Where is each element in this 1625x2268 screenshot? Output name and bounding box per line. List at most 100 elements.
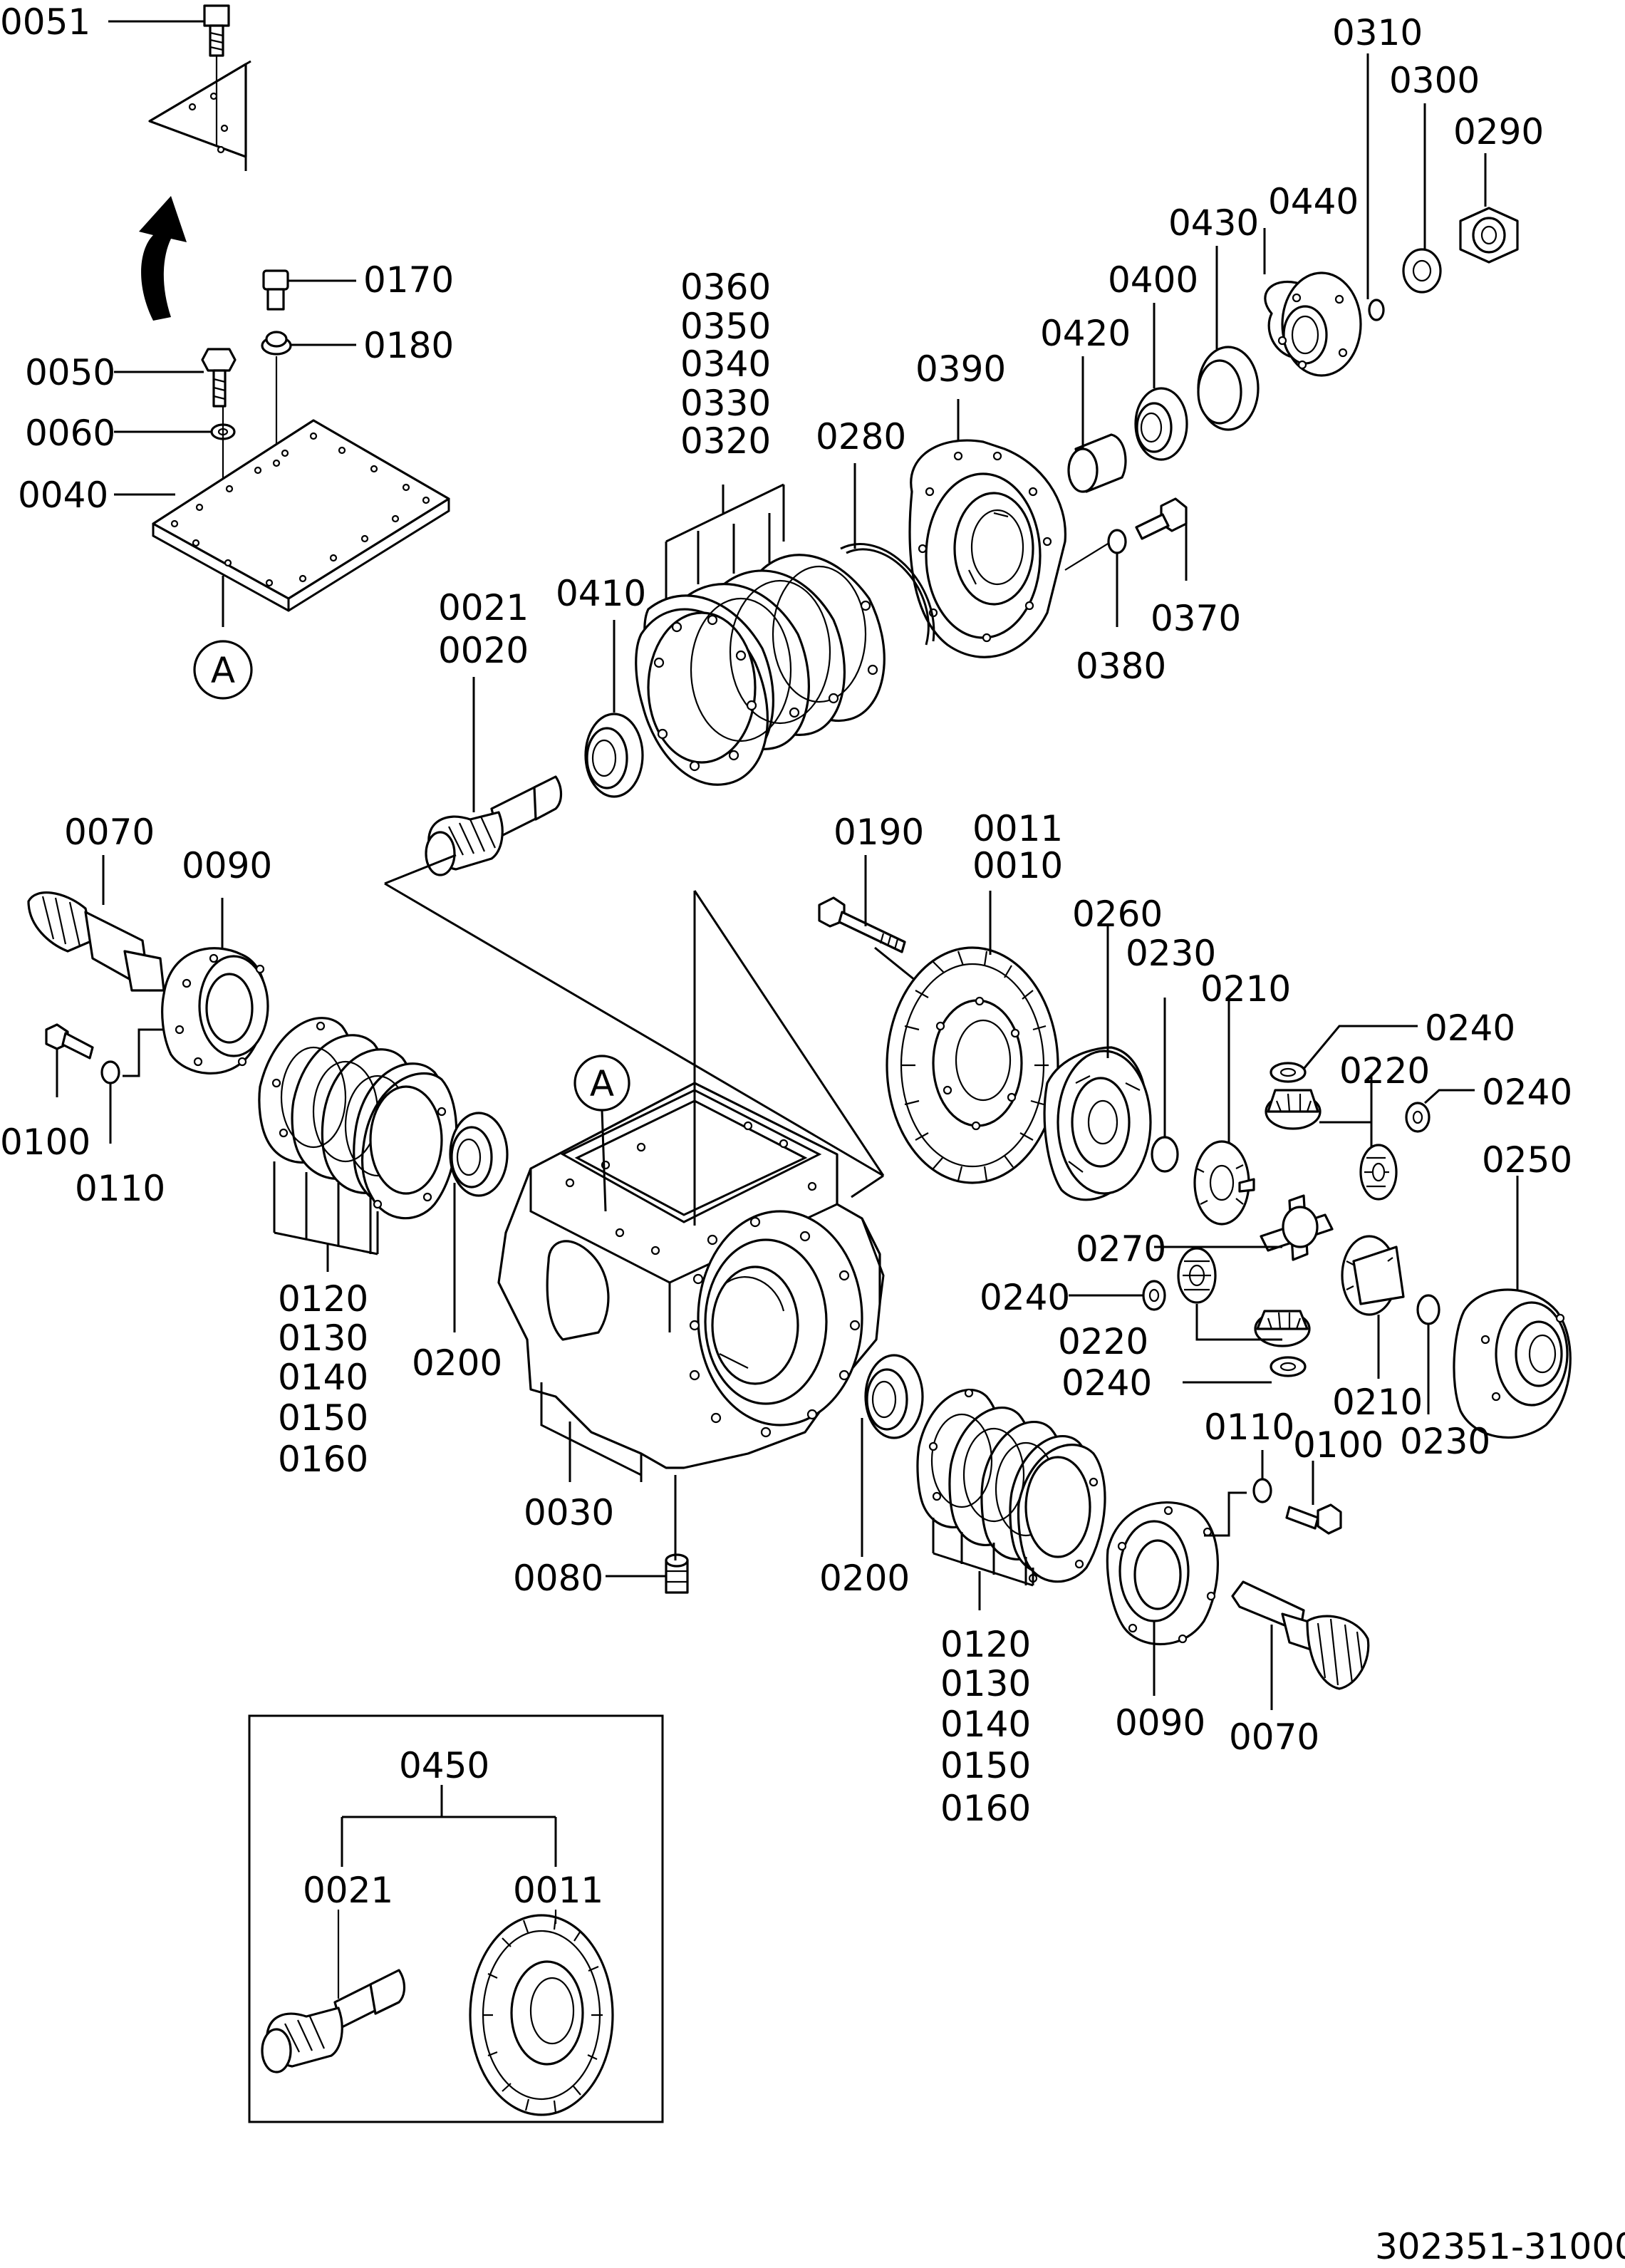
diff-case-0250 xyxy=(1453,1288,1572,1439)
o-ring-0280 xyxy=(840,543,935,646)
plug-0170 xyxy=(262,269,289,311)
label-0370: 0370 xyxy=(1151,598,1241,639)
inset-kit-box xyxy=(248,1714,664,2123)
bearing-0200-left xyxy=(449,1112,509,1197)
label-0220-bottom: 0220 xyxy=(1058,1321,1148,1362)
inset-pinion-0021 xyxy=(261,1969,406,2073)
label-0380: 0380 xyxy=(1076,646,1166,687)
brake-discs-0120-0160-right xyxy=(916,1388,1106,1583)
label-0070-left: 0070 xyxy=(64,812,155,853)
label-0150-right: 0150 xyxy=(940,1745,1031,1786)
label-0011: 0011 xyxy=(972,808,1063,849)
seal-0430 xyxy=(1197,346,1260,431)
nut-0290 xyxy=(1459,207,1519,264)
bolt-0050 xyxy=(201,348,237,408)
label-0160-left: 0160 xyxy=(278,1439,368,1480)
label-0440: 0440 xyxy=(1268,181,1359,222)
label-0270: 0270 xyxy=(1076,1228,1166,1270)
cover-fragment xyxy=(148,56,251,171)
washer-0300 xyxy=(1402,248,1442,294)
label-0030: 0030 xyxy=(524,1492,614,1533)
label-0160-right: 0160 xyxy=(940,1788,1031,1829)
seal-flange-0090 xyxy=(161,947,269,1075)
label-0100-left: 0100 xyxy=(0,1122,90,1163)
washer-0230-bottom xyxy=(1416,1294,1440,1325)
drawing-number: 302351-31000 xyxy=(1375,2226,1625,2267)
seal-flange-0090-right xyxy=(1106,1501,1219,1645)
marker-a-case-text: A xyxy=(590,1063,614,1104)
washer-0380 xyxy=(1107,529,1127,554)
label-0250: 0250 xyxy=(1482,1139,1572,1181)
pinion-0020 xyxy=(425,775,563,876)
label-0200-right: 0200 xyxy=(819,1558,910,1599)
label-0230-top: 0230 xyxy=(1126,933,1216,974)
label-0180: 0180 xyxy=(363,325,454,366)
label-0130-right: 0130 xyxy=(940,1663,1031,1704)
label-0120-left: 0120 xyxy=(278,1278,368,1320)
label-0430: 0430 xyxy=(1168,202,1259,244)
label-0420: 0420 xyxy=(1040,313,1131,354)
label-0220-top: 0220 xyxy=(1339,1050,1430,1092)
bearing-0400 xyxy=(1134,387,1188,461)
label-0390: 0390 xyxy=(915,348,1006,390)
label-0280: 0280 xyxy=(816,416,906,457)
label-0400: 0400 xyxy=(1108,259,1198,301)
washer-0180 xyxy=(261,331,292,356)
marker-a-text: A xyxy=(211,650,235,691)
flange-0440 xyxy=(1264,271,1362,377)
label-0090-right: 0090 xyxy=(1115,1702,1205,1744)
label-0130-left: 0130 xyxy=(278,1317,368,1359)
diff-case-0260 xyxy=(1043,1046,1152,1201)
label-0240-b: 0240 xyxy=(1482,1072,1572,1113)
label-0021: 0021 xyxy=(438,587,529,628)
bolt-0100-left xyxy=(45,1023,94,1060)
bearing-0410 xyxy=(584,713,644,798)
label-0360: 0360 xyxy=(680,266,771,308)
label-0100-right: 0100 xyxy=(1293,1424,1383,1466)
label-0240-d: 0240 xyxy=(1061,1362,1152,1404)
label-0260: 0260 xyxy=(1072,894,1163,935)
bolt-0051 xyxy=(203,4,230,57)
bolt-0190 xyxy=(818,896,906,953)
label-0140-right: 0140 xyxy=(940,1704,1031,1745)
label-0230-bottom: 0230 xyxy=(1400,1421,1490,1462)
spider-cross-0270 xyxy=(1260,1194,1334,1261)
bolt-0370 xyxy=(1135,497,1188,540)
label-0140-left: 0140 xyxy=(278,1357,368,1398)
label-0120-right: 0120 xyxy=(940,1624,1031,1665)
washer-0110-left xyxy=(100,1060,120,1084)
side-gear-0210-top xyxy=(1193,1140,1255,1226)
label-0170: 0170 xyxy=(363,259,454,301)
label-0011-box: 0011 xyxy=(513,1870,603,1911)
label-0050: 0050 xyxy=(25,352,115,393)
label-0090-left: 0090 xyxy=(182,845,272,886)
arrow-up-icon xyxy=(139,196,187,321)
label-0450: 0450 xyxy=(399,1745,489,1786)
label-0040: 0040 xyxy=(18,475,108,516)
label-0310: 0310 xyxy=(1332,12,1423,53)
label-0020: 0020 xyxy=(438,630,529,671)
label-0320: 0320 xyxy=(680,420,771,462)
label-0330: 0330 xyxy=(680,383,771,424)
label-0010: 0010 xyxy=(972,845,1063,886)
label-0240-a: 0240 xyxy=(1425,1008,1515,1049)
label-0210-top: 0210 xyxy=(1200,968,1291,1010)
pinion-gear-0220-bottom xyxy=(1254,1310,1311,1347)
label-0340: 0340 xyxy=(680,343,771,385)
reference-marker-a xyxy=(193,640,253,700)
pinion-gear-0220-bottom-left xyxy=(1177,1247,1217,1304)
label-0350: 0350 xyxy=(680,306,771,347)
label-0290: 0290 xyxy=(1453,111,1544,152)
label-0200-left: 0200 xyxy=(412,1342,502,1384)
washer-0110-right xyxy=(1252,1478,1272,1503)
label-0150-left: 0150 xyxy=(278,1397,368,1439)
collar-0420 xyxy=(1067,433,1127,493)
axle-shaft-0070-right xyxy=(1231,1580,1370,1690)
washer-0230-top xyxy=(1151,1136,1179,1173)
label-0410: 0410 xyxy=(556,573,646,614)
label-0110-right: 0110 xyxy=(1204,1407,1294,1448)
plug-0080 xyxy=(665,1553,689,1594)
ring-gear-0010 xyxy=(886,946,1059,1184)
